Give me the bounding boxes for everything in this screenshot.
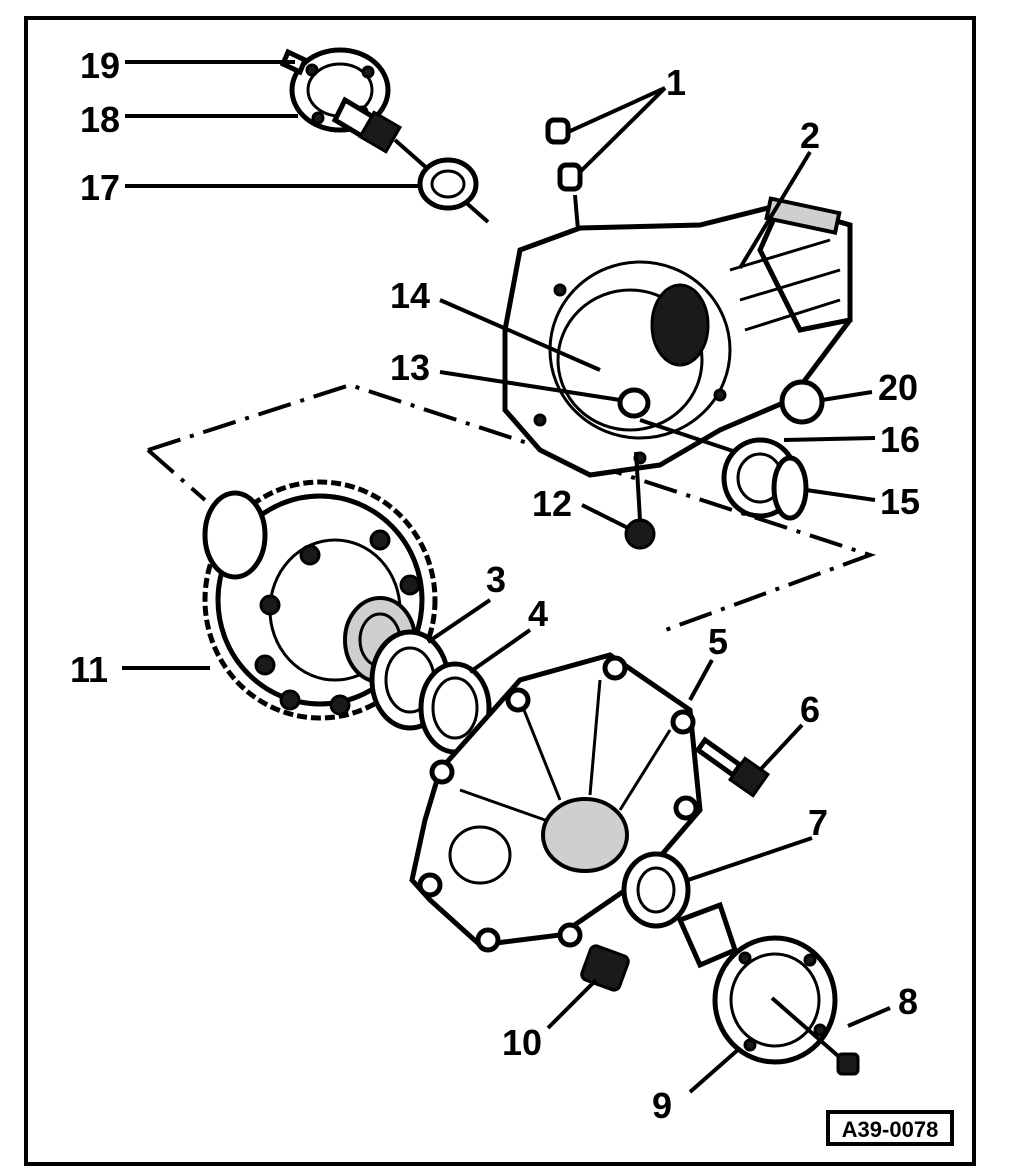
output-flange	[676, 901, 860, 1076]
callout-4: 4	[528, 593, 548, 634]
bearing-race-16-15	[721, 437, 809, 521]
callout-3: 3	[486, 559, 506, 600]
callout-numbers: 19 18 17 1 2 14 13 20 16 15 12 3 4 11 5 …	[70, 45, 920, 1126]
callout-13: 13	[390, 347, 430, 388]
callout-12: 12	[532, 483, 572, 524]
reference-code-box: A39-0078	[826, 1110, 954, 1146]
drain-plug-10	[580, 944, 630, 992]
callout-15: 15	[880, 481, 920, 522]
callout-7: 7	[808, 802, 828, 843]
callout-19: 19	[80, 45, 120, 86]
callout-8: 8	[898, 981, 918, 1022]
seal-ring-17	[417, 157, 479, 211]
callout-5: 5	[708, 621, 728, 662]
assembly-boundary-line-left	[146, 448, 207, 502]
seal-7	[621, 851, 691, 929]
callout-2: 2	[800, 115, 820, 156]
callout-1: 1	[666, 62, 686, 103]
cover-bolt	[694, 736, 771, 798]
callout-9: 9	[652, 1085, 672, 1126]
reference-code: A39-0078	[842, 1117, 939, 1142]
plug-20	[779, 379, 825, 425]
main-housing	[502, 196, 853, 521]
callout-16: 16	[880, 419, 920, 460]
magnet-12	[624, 518, 656, 550]
callout-11: 11	[70, 649, 108, 690]
shim-and-ring	[369, 629, 492, 755]
callout-17: 17	[80, 167, 120, 208]
callout-6: 6	[800, 689, 820, 730]
callout-18: 18	[80, 99, 120, 140]
leader-lines	[122, 60, 891, 1094]
callout-10: 10	[502, 1022, 542, 1063]
drive-flange-top	[279, 47, 490, 224]
callout-20: 20	[878, 367, 918, 408]
differential-ring-gear	[202, 479, 438, 721]
callout-14: 14	[390, 275, 430, 316]
